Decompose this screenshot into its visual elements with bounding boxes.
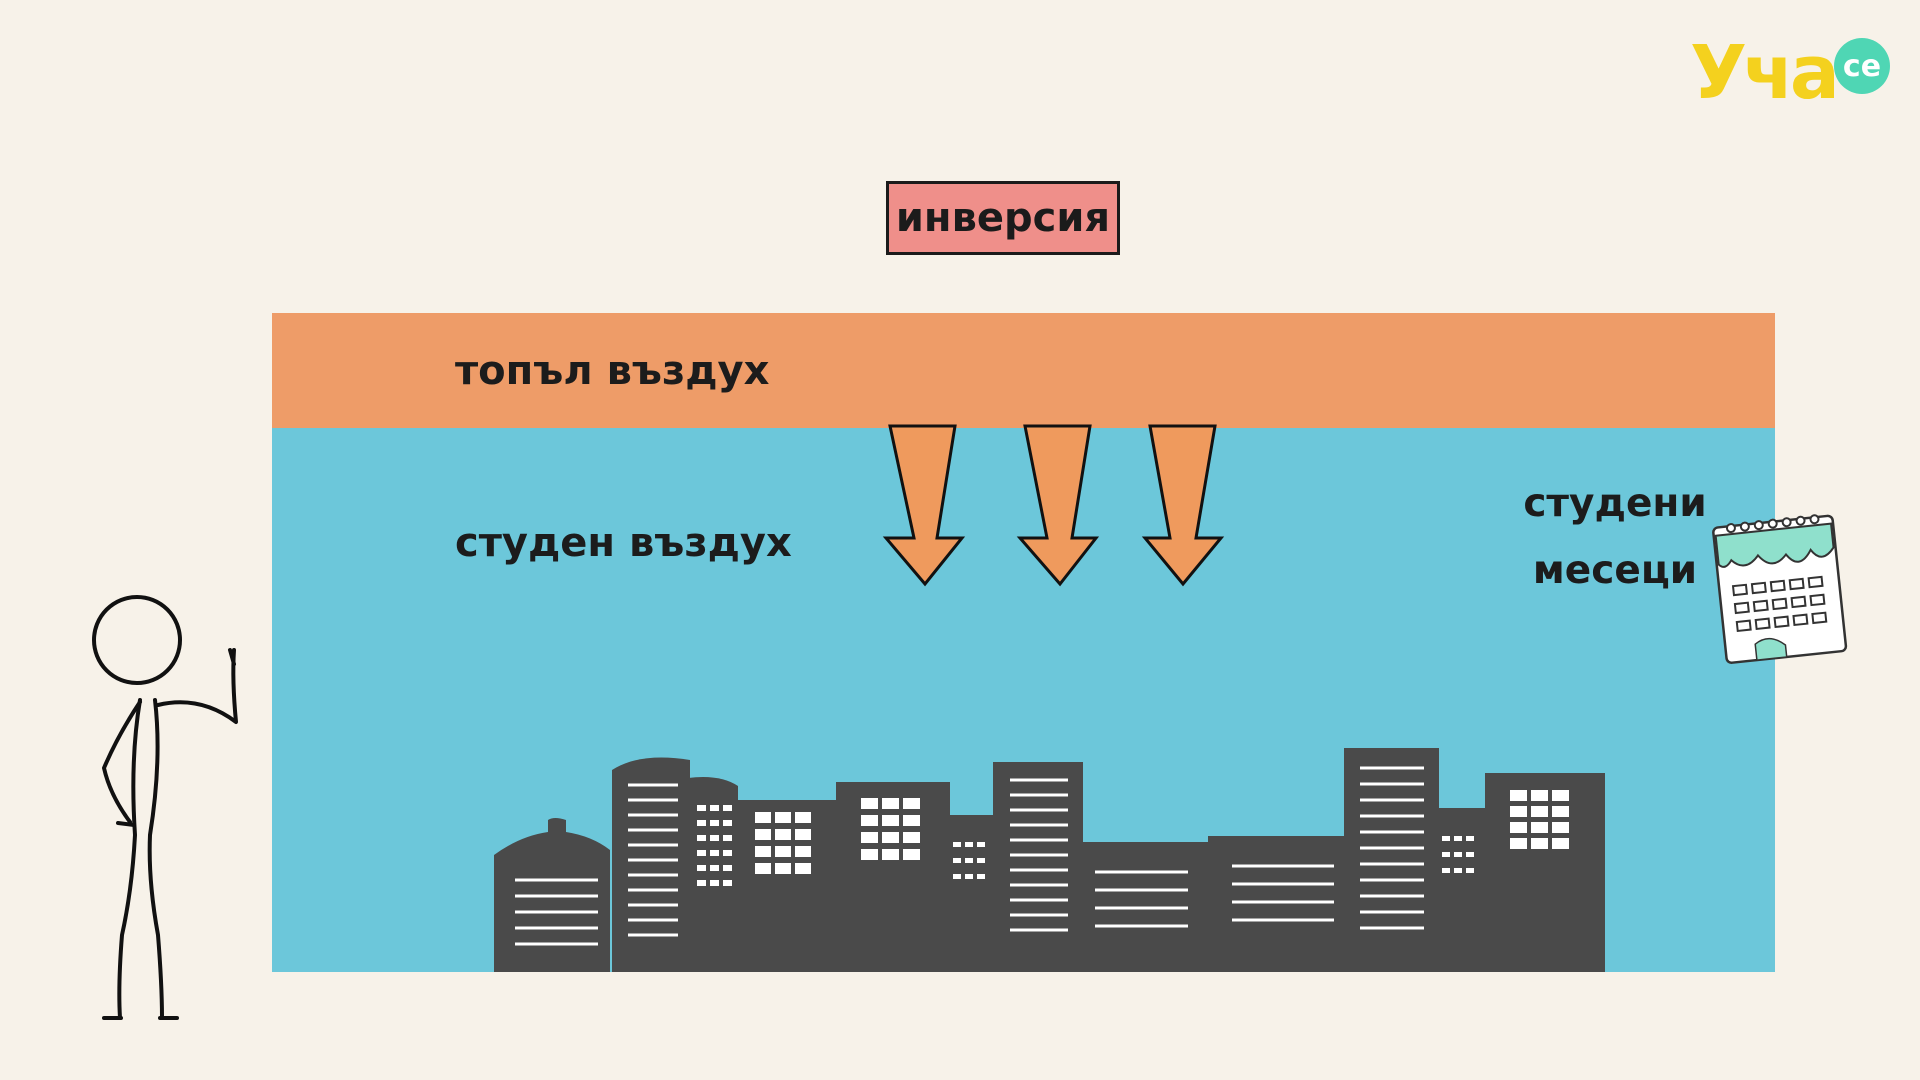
logo: Уча (1690, 30, 1840, 116)
warm-air-layer (272, 313, 1775, 428)
cold-air-label: студен въздух (455, 520, 792, 566)
down-arrow (882, 424, 966, 587)
warm-air-label: топъл въздух (455, 348, 770, 394)
cold-months-label: студени месеци (1523, 481, 1707, 593)
logo-badge: ce (1834, 38, 1890, 94)
down-arrow (1141, 424, 1225, 587)
title-label: инверсия (886, 181, 1120, 255)
down-arrow (1016, 424, 1100, 587)
stick-figure (92, 595, 238, 1020)
calendar-icon (1712, 514, 1848, 664)
down-arrows (882, 424, 1225, 587)
city-skyline (494, 748, 1605, 972)
